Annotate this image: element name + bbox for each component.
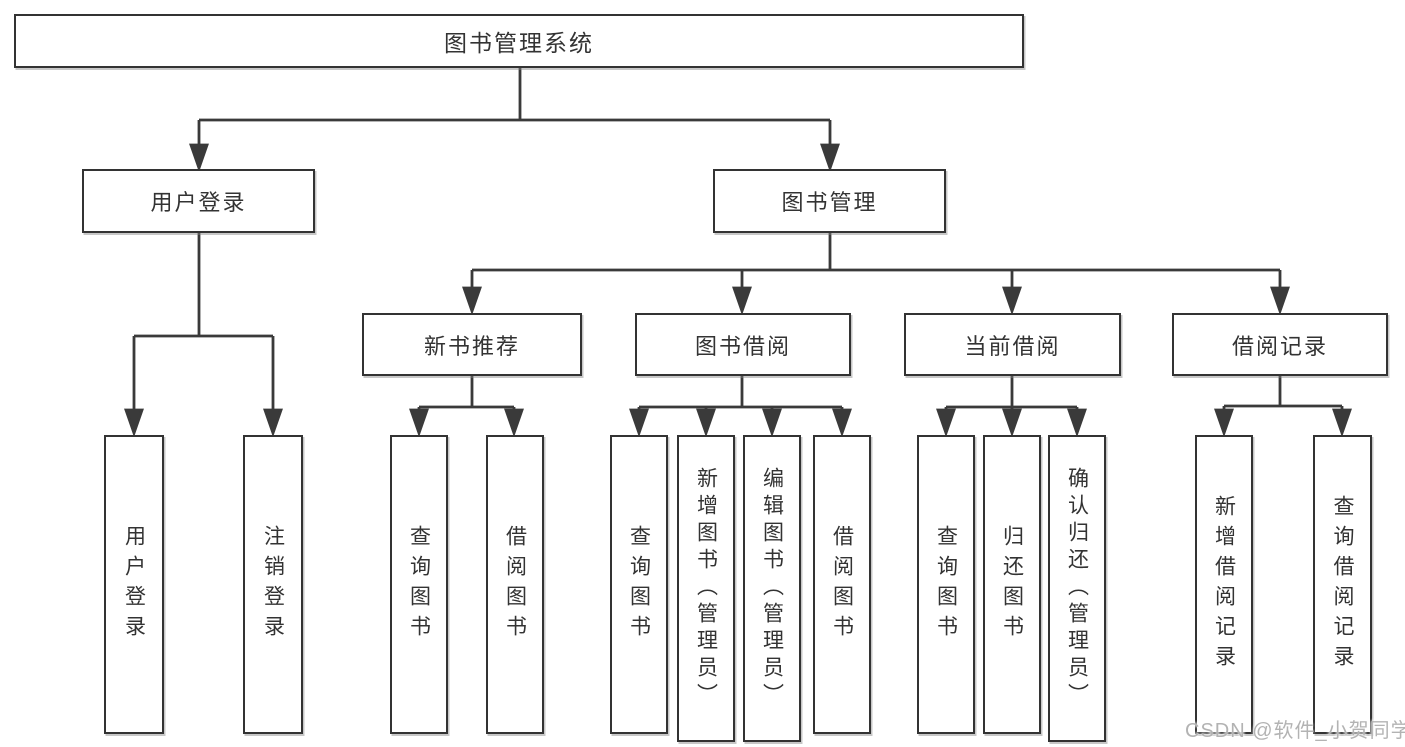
node-leaf-logout: 注销登录 xyxy=(243,435,303,734)
node-leaf-query-books-recommend: 查询图书 xyxy=(390,435,448,734)
node-leaf-user-login: 用户登录 xyxy=(104,435,164,734)
node-leaf-query-books-borrow: 查询图书 xyxy=(610,435,668,734)
node-leaf-add-books-admin: 新增图书（管理员） xyxy=(677,435,735,742)
edge-root-children xyxy=(189,67,840,173)
node-new-book-recommend: 新书推荐 xyxy=(362,313,582,376)
edge-book-borrow-children xyxy=(629,375,852,438)
edge-user-login-children xyxy=(124,232,283,438)
edge-borrow-records-children xyxy=(1214,375,1352,438)
node-leaf-add-borrow-record: 新增借阅记录 xyxy=(1195,435,1253,734)
node-borrowing-records: 借阅记录 xyxy=(1172,313,1388,376)
node-leaf-query-borrow-record: 查询借阅记录 xyxy=(1313,435,1372,734)
node-book-management: 图书管理 xyxy=(713,169,946,233)
node-leaf-query-books-current: 查询图书 xyxy=(917,435,975,734)
node-leaf-borrow-books-recommend: 借阅图书 xyxy=(486,435,544,734)
edge-book-mgmt-children xyxy=(462,232,1290,316)
node-book-borrowing: 图书借阅 xyxy=(635,313,851,376)
node-leaf-edit-books-admin: 编辑图书（管理员） xyxy=(743,435,801,742)
node-current-borrowing: 当前借阅 xyxy=(904,313,1121,376)
edge-new-book-rec-children xyxy=(409,375,524,438)
node-user-login: 用户登录 xyxy=(82,169,315,233)
edge-current-borrow-children xyxy=(936,375,1087,438)
node-leaf-confirm-return-admin: 确认归还（管理员） xyxy=(1048,435,1106,742)
node-leaf-return-books: 归还图书 xyxy=(983,435,1041,734)
node-library-management-system: 图书管理系统 xyxy=(14,14,1024,68)
csdn-watermark: CSDN @软件_小贺同学 xyxy=(1185,720,1405,742)
node-leaf-borrow-books: 借阅图书 xyxy=(813,435,871,734)
